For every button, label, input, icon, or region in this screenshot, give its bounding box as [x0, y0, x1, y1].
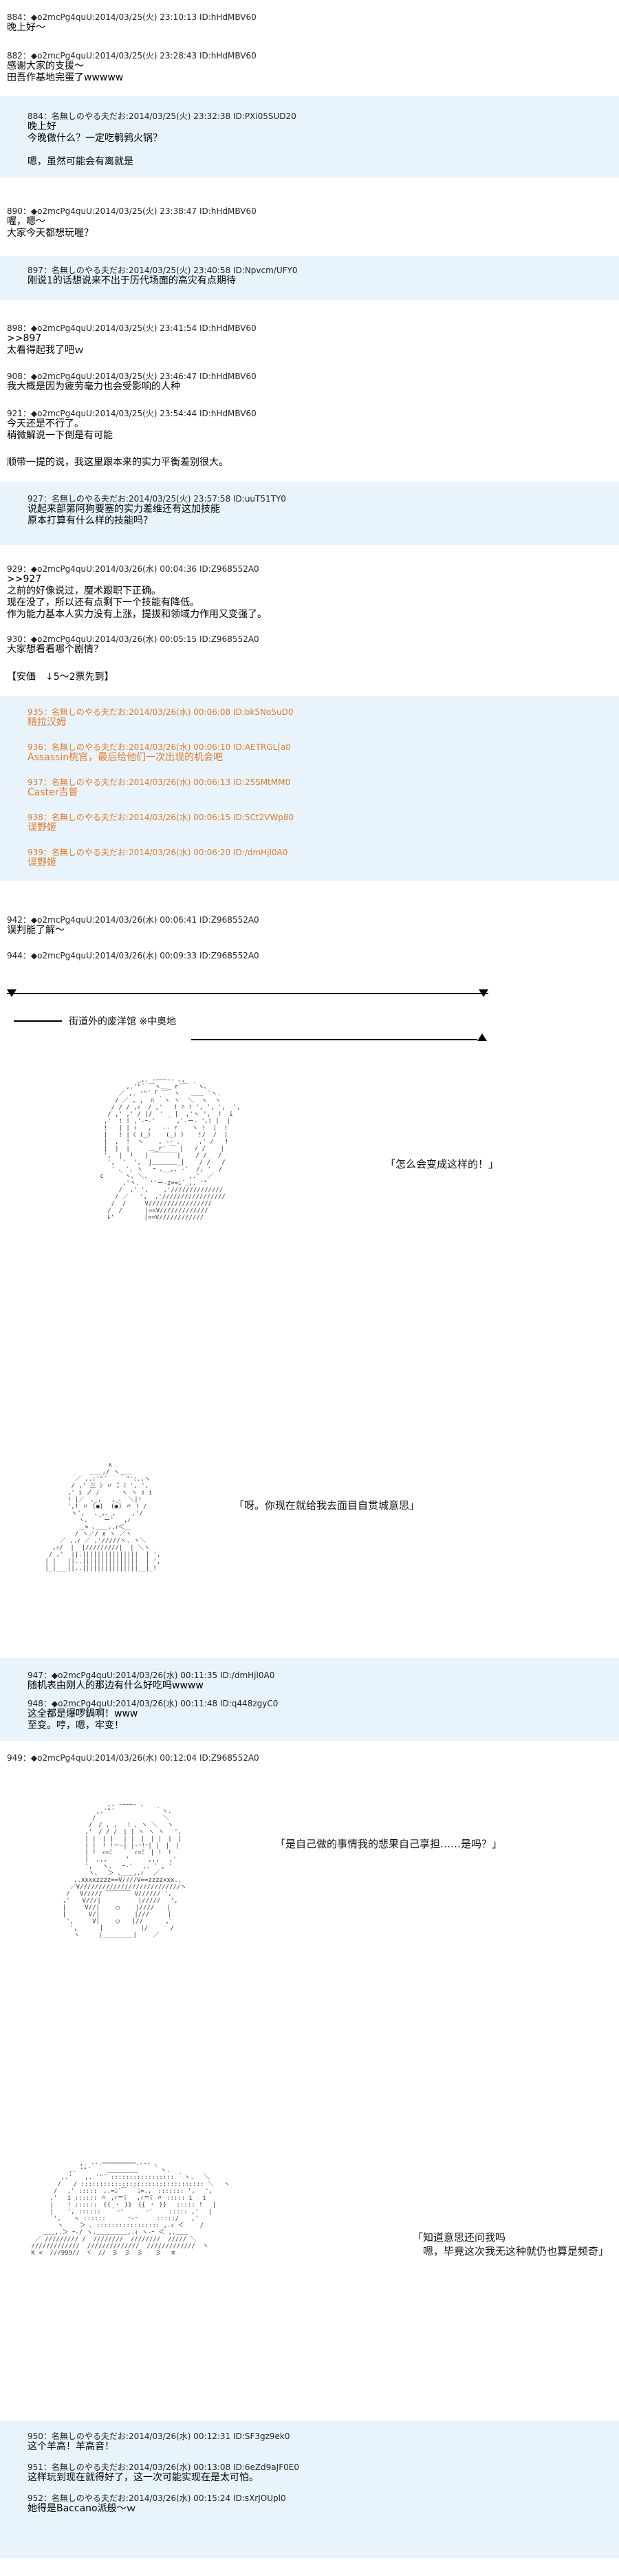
post: 949：◆o2mcPg4quU:2014/03/26(水) 00:12:04 I…: [0, 1753, 619, 1763]
post-header: 930：◆o2mcPg4quU:2014/03/26(水) 00:05:15 I…: [7, 634, 259, 644]
vote-text: Assassin桃官，最后给他们一次出现的机会吧: [28, 752, 224, 763]
ascii-art-character: _,. -―――-- ､, ,.'"´ ￣ヽ＿_ r´￣ ｀ヽ､ ／ ,. '"…: [100, 1077, 241, 1221]
quote-text: 晚上好 今晚做什么？一定吃鹌鹑火锅？ 嗯，虽然可能会有离就是: [28, 121, 162, 167]
quote-block: 950：名無しのやる夫だお:2014/03/26(水) 00:12:31 ID:…: [0, 2421, 619, 2558]
post-text: 误判能了解～: [7, 925, 65, 936]
vote-text: Caster吉普: [28, 787, 78, 798]
post-text: 晚上好～: [7, 22, 45, 33]
quote-header: 897：名無しのやる夫だお:2014/03/25(火) 23:40:58 ID:…: [28, 266, 298, 275]
post-text: 【安価 ↓5～2票先到】: [7, 672, 114, 683]
post-text: 这个羊高！羊高音！: [28, 2441, 114, 2452]
post: 898：◆o2mcPg4quU:2014/03/25(火) 23:41:54 I…: [0, 323, 619, 356]
quote-block: 947：◆o2mcPg4quU:2014/03/26(水) 00:11:35 I…: [0, 1658, 619, 1741]
triangle-down-icon: [479, 989, 488, 997]
post-header: 882：◆o2mcPg4quU:2014/03/25(火) 23:28:43 I…: [7, 51, 257, 61]
divider: [191, 1039, 477, 1040]
speech-bubble: 「知道意思还问我吗 嗯，毕竟这次我无这种就仍也算是频奇」: [413, 2231, 609, 2257]
speech-bubble: 「怎么会变成这样的！」: [385, 1158, 499, 1170]
speech-bubble: 「呀。你现在就给我去面目自贯城意思」: [234, 1499, 420, 1512]
vote-header: 937：名無しのやる夫だお:2014/03/26(水) 00:06:13 ID:…: [28, 777, 291, 787]
post-text: 大家想看看哪个剧情？: [7, 644, 103, 655]
post-header: 950：名無しのやる夫だお:2014/03/26(水) 00:12:31 ID:…: [28, 2432, 290, 2441]
ascii-art-character: ∧ ＿＿,/ ヽ＿＿ ／ ,.:'"´ ｀"':.,ヽ / ,' 三 ｼ 〃 ﾆ…: [45, 1462, 161, 1572]
post-text: >>927 之前的好像说过，魔术跟职下正确。 现在没了，所以还有点剩下一个技能有…: [7, 574, 267, 620]
post-header: 929：◆o2mcPg4quU:2014/03/26(水) 00:04:36 I…: [7, 564, 259, 574]
scene-title: 街道外的废洋馆 ※中奥地: [69, 1016, 177, 1027]
post-text: 随机表由刚人的那边有什么好吃吗wwww: [28, 1680, 204, 1691]
divider: [14, 1020, 62, 1022]
post-text: 我大概是因为疲劳毫力也会受影响的人种: [7, 381, 180, 392]
vote-header: 939：名無しのやる夫だお:2014/03/26(水) 00:06:20 ID:…: [28, 848, 288, 857]
vote-text: 误野姬: [28, 822, 56, 833]
vote-text: 误野姬: [28, 857, 56, 868]
post-header: 884：◆o2mcPg4quU:2014/03/25(火) 23:10:13 I…: [7, 12, 257, 22]
post-header: 948：◆o2mcPg4quU:2014/03/26(水) 00:11:48 I…: [28, 1699, 279, 1708]
post-header: 890：◆o2mcPg4quU:2014/03/25(火) 23:38:47 I…: [7, 206, 257, 216]
quote-header: 927：名無しのやる夫だお:2014/03/25(火) 23:57:58 ID:…: [28, 494, 286, 504]
post-header: 942：◆o2mcPg4quU:2014/03/26(水) 00:06:41 I…: [7, 915, 259, 925]
post-header: 952：名無しのやる夫だお:2014/03/26(水) 00:15:24 ID:…: [28, 2493, 286, 2503]
post-text: 感谢大家的支援～ 田吾作基地完蛋了wwwww: [7, 61, 124, 83]
post: 884：◆o2mcPg4quU:2014/03/25(火) 23:10:13 I…: [0, 12, 619, 34]
post-text: 她得是Baccano派般～ｗ: [28, 2503, 136, 2514]
divider: [7, 993, 488, 994]
vote-header: 935：名無しのやる夫だお:2014/03/26(水) 00:06:08 ID:…: [28, 707, 294, 717]
post-text: 这全都是爆啰鍋啊！www 至变。哼，嗯，牢变！: [28, 1708, 138, 1731]
post: 929：◆o2mcPg4quU:2014/03/26(水) 00:04:36 I…: [0, 564, 619, 621]
post-header: 898：◆o2mcPg4quU:2014/03/25(火) 23:41:54 I…: [7, 323, 257, 333]
post: 921：◆o2mcPg4quU:2014/03/25(火) 23:54:44 I…: [0, 409, 619, 442]
post-continuation: 顺带一提的说，我这里跟本来的实力平衡差别很大。: [0, 457, 619, 469]
quote-block: 927：名無しのやる夫だお:2014/03/25(火) 23:57:58 ID:…: [0, 482, 619, 545]
post-header: 908：◆o2mcPg4quU:2014/03/25(火) 23:46:47 I…: [7, 372, 257, 381]
post-text: 顺带一提的说，我这里跟本来的实力平衡差别很大。: [7, 457, 228, 468]
post: 942：◆o2mcPg4quU:2014/03/26(水) 00:06:41 I…: [0, 915, 619, 936]
post-header: 947：◆o2mcPg4quU:2014/03/26(水) 00:11:35 I…: [28, 1671, 275, 1680]
quote-text: 说起来部第阿狗要塞的实力差维还有这加技能 原本打算有什么样的技能吗？: [28, 504, 220, 526]
post-header: 944：◆o2mcPg4quU:2014/03/26(水) 00:09:33 I…: [7, 951, 259, 960]
post-header: 951：名無しのやる夫だお:2014/03/26(水) 00:13:08 ID:…: [28, 2462, 299, 2472]
ascii-art-character: ,. -―――- ､ ,.'"´ ｀ヽ. / ＼ / / , , ! ､ ヽ ＼…: [62, 1801, 187, 1939]
quote-block: 884：名無しのやる夫だお:2014/03/25(火) 23:32:38 ID:…: [0, 96, 619, 178]
post: 930：◆o2mcPg4quU:2014/03/26(水) 00:05:15 I…: [0, 634, 619, 656]
triangle-up-icon: [477, 1033, 487, 1041]
post-text: 这样玩到现在就得好了，这一次可能实现在是太可怕。: [28, 2472, 259, 2483]
post-header: 949：◆o2mcPg4quU:2014/03/26(水) 00:12:04 I…: [7, 1753, 259, 1763]
post-header: 921：◆o2mcPg4quU:2014/03/25(火) 23:54:44 I…: [7, 409, 257, 418]
vote-header: 938：名無しのやる夫だお:2014/03/26(水) 00:06:15 ID:…: [28, 813, 294, 822]
vote-text: 精拉汉姆: [28, 717, 66, 728]
post-text: 今天还是不行了。 稍微解说一下倒是有可能: [7, 418, 113, 441]
post: 882：◆o2mcPg4quU:2014/03/25(火) 23:28:43 I…: [0, 51, 619, 84]
ascii-art-character: ,. --.─────────.--- ､ ,. '"´ ＿＿＿＿＿ ｀ヽ. ,…: [31, 2160, 230, 2257]
vote-block: 935：名無しのやる夫だお:2014/03/26(水) 00:06:08 ID:…: [0, 696, 619, 881]
post: 944：◆o2mcPg4quU:2014/03/26(水) 00:09:33 I…: [0, 951, 619, 960]
speech-bubble: 「是自己做的事情我的悲果自己享担……是吗？」: [275, 1838, 503, 1850]
post: 890：◆o2mcPg4quU:2014/03/25(火) 23:38:47 I…: [0, 206, 619, 239]
quote-header: 884：名無しのやる夫だお:2014/03/25(火) 23:32:38 ID:…: [28, 111, 296, 121]
post-text: 喔，嗯～ 大家今天都想玩喔？: [7, 216, 94, 239]
post-text: >>897 太看得起我了吧ｗ: [7, 333, 84, 356]
post: 908：◆o2mcPg4quU:2014/03/25(火) 23:46:47 I…: [0, 372, 619, 393]
anka-line: 【安価 ↓5～2票先到】: [0, 672, 619, 683]
quote-block: 897：名無しのやる夫だお:2014/03/25(火) 23:40:58 ID:…: [0, 256, 619, 300]
vote-header: 936：名無しのやる夫だお:2014/03/26(水) 00:06:10 ID:…: [28, 742, 291, 752]
quote-text: 刚说1的话想说来不出于历代场面的高灾有点期待: [28, 275, 236, 286]
